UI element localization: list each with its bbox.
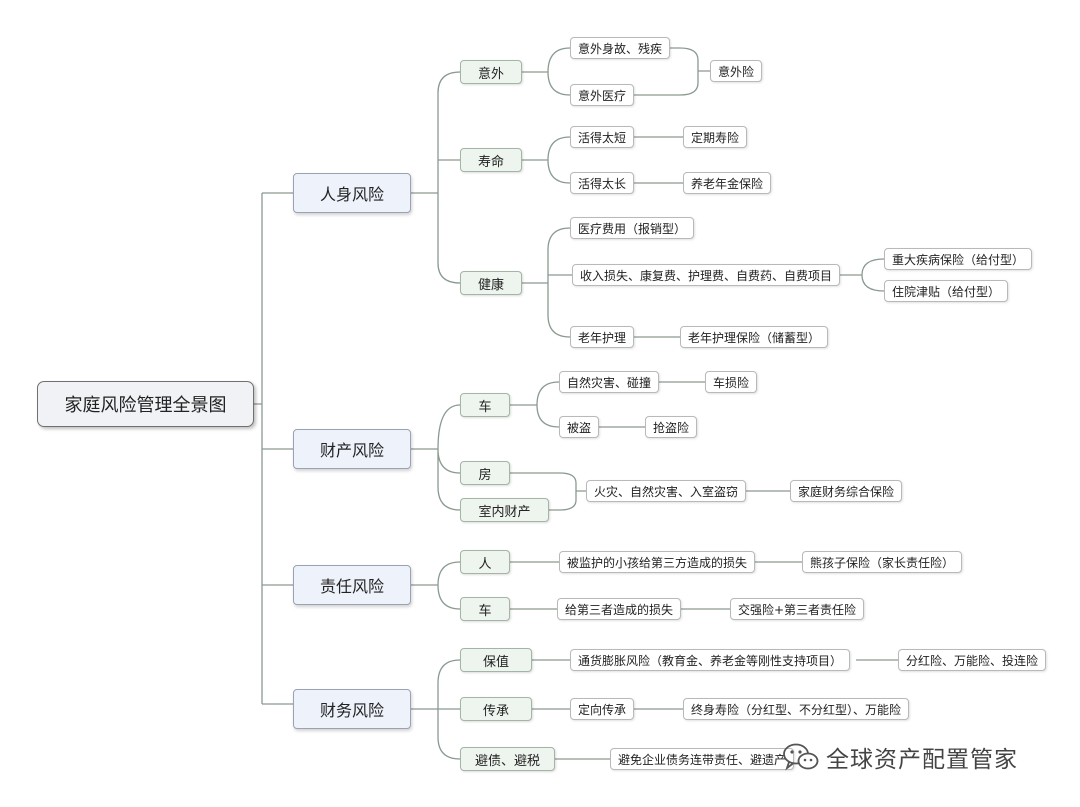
node-health: 健康 (460, 271, 522, 295)
leaf-annuity-insurance: 养老年金保险 (683, 172, 772, 194)
node-value-preservation: 保值 (460, 648, 532, 672)
leaf-fire-disaster-burglary: 火灾、自然灾害、入室盗窃 (586, 480, 747, 502)
leaf-elderly-care-insurance: 老年护理保险（储蓄型） (680, 326, 829, 348)
leaf-critical-illness-insurance: 重大疾病保险（给付型） (884, 248, 1033, 270)
node-property-risk: 财产风险 (293, 429, 411, 469)
node-accident: 意外 (460, 60, 522, 84)
leaf-car-theft: 被盗 (559, 416, 600, 438)
leaf-debt-liability-avoidance: 避免企业债务连带责任、避遗产 (610, 748, 795, 770)
leaf-third-party-insurance: 交强险+第三者责任险 (730, 598, 865, 620)
leaf-term-life-insurance: 定期寿险 (683, 126, 748, 148)
leaf-accident-death-disability: 意外身故、残疾 (570, 37, 671, 59)
leaf-theft-insurance: 抢盗险 (645, 416, 698, 438)
node-property-car: 车 (460, 393, 510, 417)
leaf-accident-insurance: 意外险 (710, 60, 763, 82)
leaf-medical-cost: 医疗费用（报销型） (570, 217, 695, 239)
watermark-text: 全球资产配置管家 (826, 747, 1018, 773)
leaf-participating-products: 分红险、万能险、投连险 (898, 649, 1047, 671)
leaf-life-too-short: 活得太短 (570, 126, 635, 148)
node-liability-car: 车 (460, 597, 510, 621)
watermark: 全球资产配置管家 (782, 740, 1018, 774)
node-liability-risk: 责任风险 (293, 565, 411, 605)
node-debt-tax-avoidance: 避债、避税 (460, 747, 555, 771)
node-inheritance: 传承 (460, 697, 532, 721)
leaf-accident-medical: 意外医疗 (570, 84, 635, 106)
leaf-income-loss: 收入损失、康复费、护理费、自费药、自费项目 (572, 264, 841, 286)
root-node: 家庭风险管理全景图 (37, 381, 254, 427)
leaf-car-damage-insurance: 车损险 (705, 371, 758, 393)
leaf-elderly-care: 老年护理 (570, 326, 635, 348)
leaf-disaster-collision: 自然灾害、碰撞 (559, 371, 660, 393)
leaf-hospital-allowance: 住院津贴（给付型） (884, 280, 1009, 302)
leaf-inflation-risk: 通货膨胀风险（教育金、养老金等刚性支持项目） (570, 649, 851, 671)
leaf-child-insurance: 熊孩子保险（家长责任险） (802, 551, 963, 573)
leaf-directed-inheritance: 定向传承 (570, 698, 635, 720)
wechat-icon (783, 743, 819, 771)
node-liability-person: 人 (460, 550, 510, 574)
node-personal-risk: 人身风险 (293, 173, 411, 213)
node-financial-risk: 财务风险 (293, 689, 411, 729)
leaf-life-too-long: 活得太长 (570, 172, 635, 194)
leaf-child-damage: 被监护的小孩给第三方造成的损失 (559, 551, 756, 573)
node-indoor-property: 室内财产 (460, 498, 549, 522)
node-house: 房 (460, 461, 510, 485)
leaf-whole-life-insurance: 终身寿险（分红型、不分红型）、万能险 (683, 698, 910, 720)
leaf-home-insurance: 家庭财务综合保险 (790, 480, 903, 502)
leaf-third-party-damage: 给第三者造成的损失 (557, 598, 682, 620)
node-life: 寿命 (460, 148, 522, 172)
